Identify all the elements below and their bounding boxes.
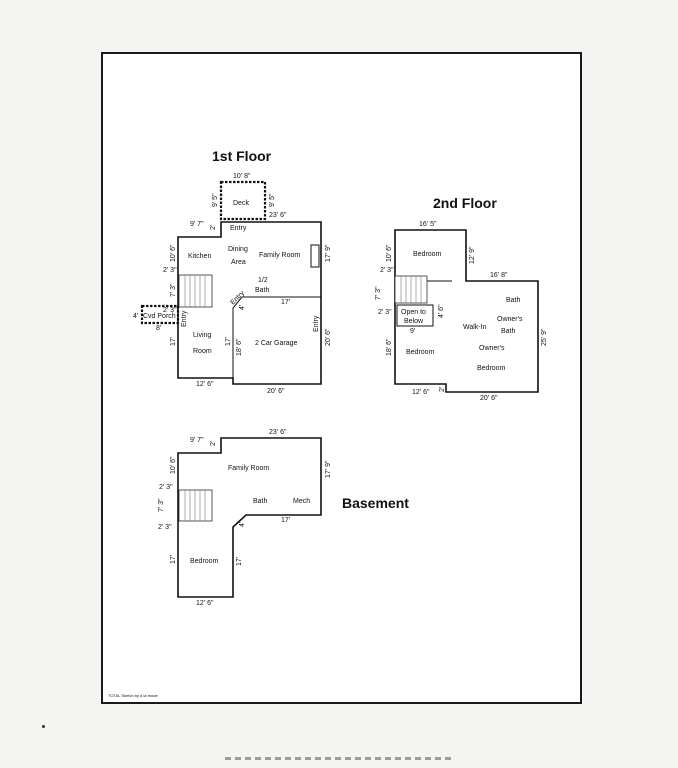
scan-speck — [42, 725, 45, 728]
scan-smudge — [225, 757, 455, 760]
basement-plan: Basement Family Room Bath Mech Bedroom 9… — [158, 429, 409, 607]
dim-bottom-left-2: 12' 6" — [412, 389, 430, 396]
garage-wall — [232, 296, 321, 384]
dim-left-mid-2: 7' 3" — [375, 286, 382, 300]
living-label: Living — [193, 332, 211, 339]
software-credit: TOTAL Sketch by a la mode — [108, 693, 159, 698]
dim-b-seventeen: 17' — [281, 517, 290, 524]
half-bath-label: Bath — [255, 287, 270, 294]
first-floor-plan: 1st Floor Deck Entry Kitchen Dining Area… — [133, 148, 332, 395]
owners-bath-label: Bath — [501, 328, 516, 335]
dim-bottom-left: 12' 6" — [196, 381, 214, 388]
entry-right-label: Entry — [313, 315, 320, 332]
entry-left-label: Entry — [181, 310, 188, 327]
deck-label: Deck — [233, 200, 249, 207]
dim-right-notch: 12' 9" — [469, 246, 476, 264]
dim-two-three-a: 2' 3" — [380, 267, 394, 274]
area-label: Area — [231, 259, 246, 266]
kitchen-label: Kitchen — [188, 253, 211, 260]
entry-top-label: Entry — [230, 225, 247, 232]
stairs — [178, 274, 213, 308]
fireplace — [310, 244, 320, 268]
dim-left-lower: 17' — [170, 337, 177, 346]
dim-b-two-three-a: 2' 3" — [159, 484, 173, 491]
bath-b-label: Bath — [253, 498, 268, 505]
covered-porch — [140, 304, 180, 325]
dim-b-left-mid: 7' 3" — [158, 498, 165, 512]
dim-b-inner: 17' — [236, 557, 243, 566]
dim-two-2: 2' — [439, 387, 446, 392]
bedroom-b-label: Bedroom — [190, 558, 219, 565]
dim-deck-right: 9' 5" — [269, 193, 276, 207]
dim-step-a: 2' 3" — [163, 267, 177, 274]
dim-right-upper: 17' 9" — [325, 244, 332, 262]
dim-four-six: 4' 6" — [438, 304, 445, 318]
dim-porch-four: 4' — [133, 313, 138, 320]
dim-top: 16' 5" — [419, 221, 437, 228]
deck-outline — [219, 180, 267, 221]
dim-four: 4' — [239, 305, 246, 310]
dim-two-three-b: 2' 3" — [378, 309, 392, 316]
dim-b-bottom: 12' 6" — [196, 600, 214, 607]
half-label: 1/2 — [258, 277, 268, 284]
second-floor-heading: 2nd Floor — [433, 195, 497, 211]
dim-b-two-three-b: 2' 3" — [158, 524, 172, 531]
dining-label: Dining — [228, 246, 248, 253]
entry-diagonal-label: Entry — [229, 290, 246, 307]
dim-left-upper: 10' 6" — [170, 244, 177, 262]
bedroom-top-label: Bedroom — [413, 251, 442, 258]
dim-top-right: 23' 6" — [269, 212, 287, 219]
dim-b-four: 4' — [239, 522, 246, 527]
below-label: Below — [404, 318, 424, 325]
stair-treads-3 — [184, 490, 206, 521]
owners-bedroom-label: Bedroom — [477, 365, 506, 372]
dim-b-left-lower: 17' — [170, 555, 177, 564]
dim-left-lower-2: 18' 6" — [386, 338, 393, 356]
owners-label: Owner's — [497, 316, 523, 323]
dim-b-top-left: 9' 7" — [190, 437, 204, 444]
dim-right-top: 16' 8" — [490, 272, 508, 279]
bedroom-left-label: Bedroom — [406, 349, 435, 356]
dim-porch-eight: 8' — [156, 325, 161, 332]
mech-label: Mech — [293, 498, 310, 505]
room-label: Room — [193, 348, 212, 355]
dim-deck-left: 9' 5" — [212, 193, 219, 207]
dim-top-left: 9' 7" — [190, 221, 204, 228]
open-to-label: Open to — [401, 309, 426, 316]
bath-label: Bath — [506, 297, 521, 304]
stairs-3 — [178, 489, 213, 522]
garage-label: 2 Car Garage — [255, 340, 298, 347]
first-floor-heading: 1st Floor — [212, 148, 272, 164]
dim-bottom-right-2: 20' 6" — [480, 395, 498, 402]
family-room-b-label: Family Room — [228, 465, 269, 472]
stair-treads-2 — [400, 276, 422, 303]
family-room-label: Family Room — [259, 252, 300, 259]
dim-deck-width: 10' 8" — [233, 173, 251, 180]
walkin-label: Walk-In — [463, 324, 487, 331]
basement-heading: Basement — [342, 495, 409, 511]
dim-b-two: 2' — [210, 441, 217, 446]
dim-nine: 9' — [410, 328, 415, 335]
dim-two-a: 2' — [210, 225, 217, 230]
covered-porch-label: Cvd Porch — [143, 313, 176, 320]
dim-garage-top: 17' — [281, 299, 290, 306]
dim-left-upper-2: 10' 6" — [386, 244, 393, 262]
dim-b-top-right: 23' 6" — [269, 429, 287, 436]
dim-b-right-side: 17' 9" — [325, 460, 332, 478]
dim-b-left-upper: 10' 6" — [170, 456, 177, 474]
second-floor-outline — [394, 229, 539, 393]
dim-garage-right: 20' 6" — [325, 328, 332, 346]
owners-bed-label: Owner's — [479, 345, 505, 352]
open-to-below-box — [396, 304, 434, 327]
dim-garage-left: 18' 6" — [236, 338, 243, 356]
dim-living-inner: 17' — [225, 337, 232, 346]
dim-left-mid: 7' 3" — [170, 283, 177, 297]
second-floor-plan: 2nd Floor Bedroom Open to Below Bath Wal… — [375, 195, 548, 402]
dim-right-side-2: 25' 9" — [541, 328, 548, 346]
basement-outline — [177, 437, 322, 598]
stair-treads — [184, 275, 206, 307]
dim-bottom-right: 20' 6" — [267, 388, 285, 395]
dim-porch-small: 2' 3" — [163, 307, 177, 314]
